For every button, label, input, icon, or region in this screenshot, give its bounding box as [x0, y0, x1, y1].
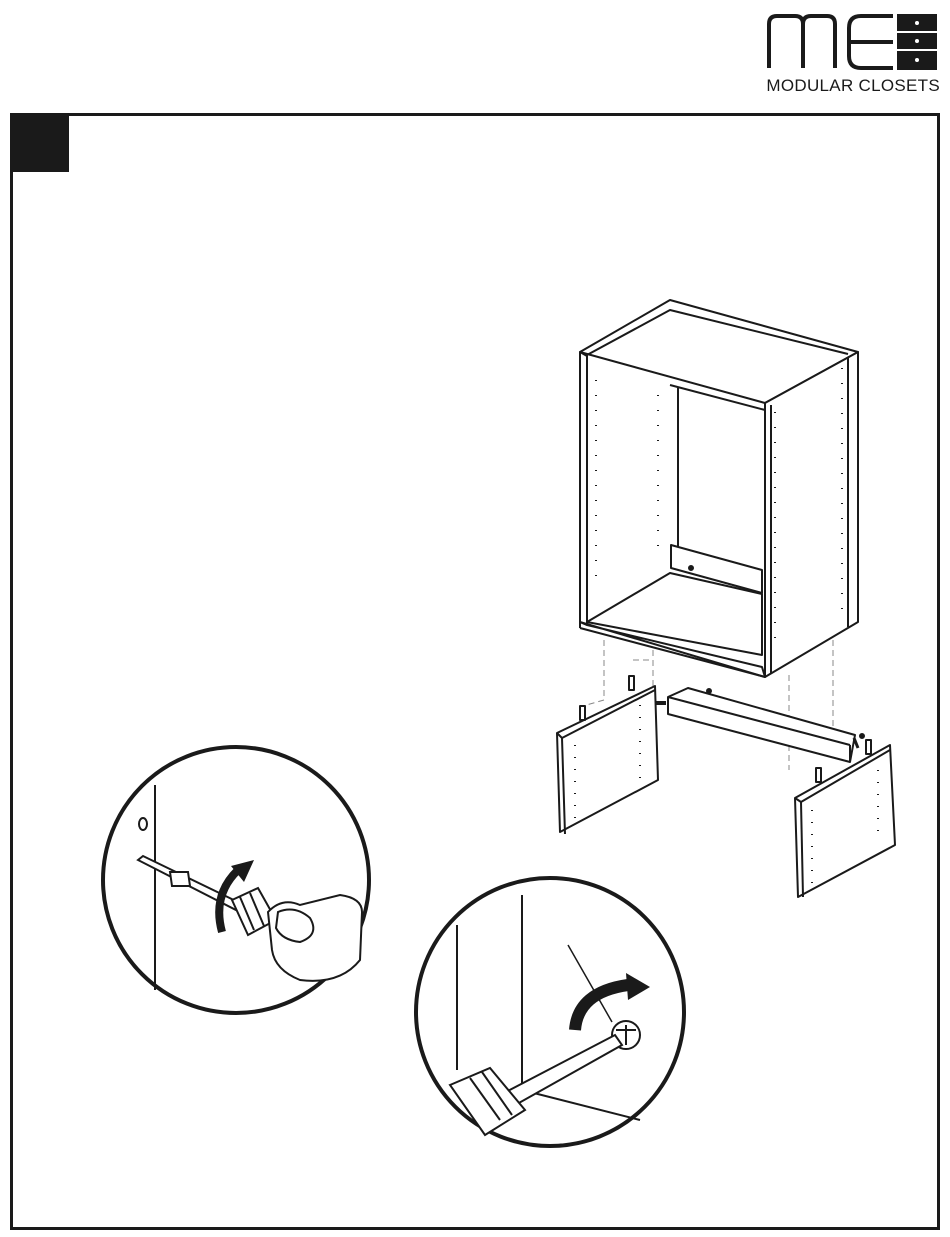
cam-lock-detail — [416, 878, 684, 1146]
cabinet-assembly — [557, 300, 895, 897]
screwdriver-detail — [103, 747, 369, 1013]
